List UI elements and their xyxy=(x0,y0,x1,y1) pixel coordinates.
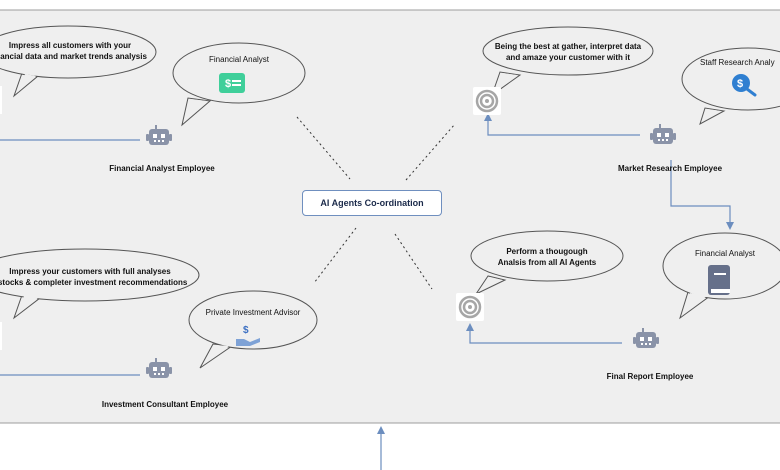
speech-text-line: Impress your customers with full analyse… xyxy=(9,267,171,276)
speech-text-line: Perform a thougough xyxy=(506,247,588,256)
speech-text-line: Being the best at gather, interpret data xyxy=(494,42,642,51)
partial-icon-investment xyxy=(0,322,2,350)
speech-bubble-final-report xyxy=(470,230,624,296)
hand-dollar-icon: $ xyxy=(236,325,260,346)
thought-bubble-investment-advisor-role xyxy=(188,290,318,369)
employee-name-label: Investment Consultant Employee xyxy=(101,400,229,409)
connectors xyxy=(0,113,734,470)
target-icon xyxy=(454,291,486,323)
speech-bubble-financial-analyst xyxy=(0,25,157,98)
speech-bubble-investment-consultant xyxy=(0,248,200,320)
svg-text:$: $ xyxy=(243,325,249,336)
book-icon xyxy=(708,265,730,295)
svg-text:$: $ xyxy=(225,78,231,90)
employee-name-label: Financial Analyst Employee xyxy=(109,164,215,173)
coordination-box[interactable]: AI Agents Co-ordination xyxy=(302,190,442,216)
role-label: Financial Analyst xyxy=(694,249,756,258)
money-card-icon: $ xyxy=(219,73,245,93)
speech-bubble-market-research xyxy=(482,26,654,97)
role-label: Staff Research Analy xyxy=(700,58,775,67)
coordination-lines xyxy=(296,116,456,290)
role-label: Private Investment Advisor xyxy=(205,308,301,317)
speech-text-line: Analsis from all AI Agents xyxy=(497,258,597,267)
svg-text:$: $ xyxy=(737,78,743,90)
role-label: Financial Analyst xyxy=(208,55,270,64)
employee-name-label: Final Report Employee xyxy=(606,372,694,381)
speech-text-line: Impress all customers with your xyxy=(8,41,132,50)
speech-text-line: inancial data and market trends analysis xyxy=(0,52,147,61)
speech-text-line: r stocks & completer investment recommen… xyxy=(0,278,188,287)
target-icon xyxy=(471,85,503,117)
search-dollar-icon: $ xyxy=(732,74,757,97)
partial-icon-financial xyxy=(0,86,2,114)
speech-text-line: and amaze your customer with it xyxy=(505,53,631,62)
panel-background xyxy=(0,9,780,424)
employee-name-label: Market Research Employee xyxy=(617,164,723,173)
